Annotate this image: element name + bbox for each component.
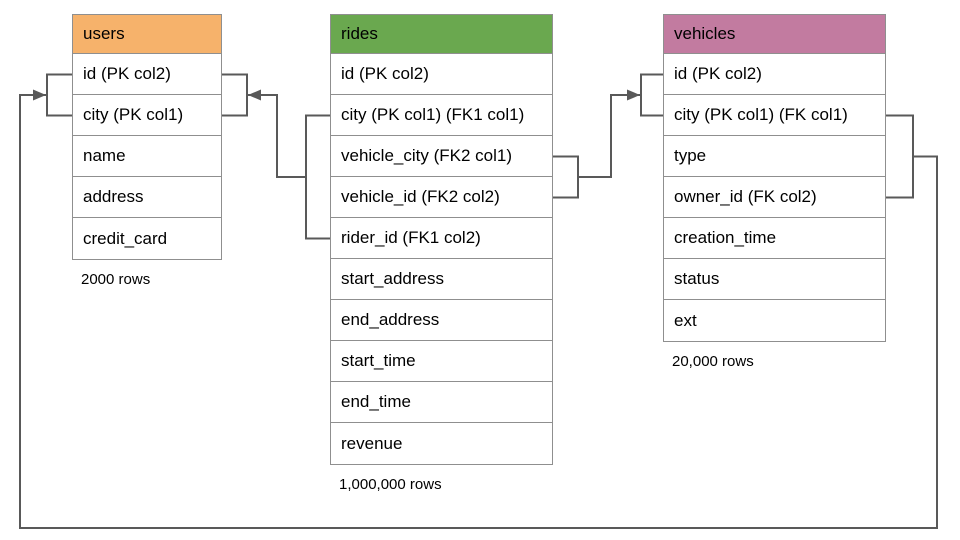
rides-row-count-label: 1,000,000 rows: [339, 476, 442, 493]
rides-fk2-bracket: [553, 155, 579, 199]
row-vehicles-id: id (PK col2): [664, 54, 885, 95]
vehicles-left-pk-bracket: [640, 73, 663, 117]
vehicles-row-count-label: 20,000 rows: [672, 353, 754, 370]
fk2-rides-to-vehicles-arrow: [578, 89, 640, 178]
row-rides-city: city (PK col1) (FK1 col1): [331, 95, 552, 136]
row-rides-id: id (PK col2): [331, 54, 552, 95]
row-users-credit-card: credit_card: [73, 218, 221, 259]
row-vehicles-status: status: [664, 259, 885, 300]
users-right-pk-bracket: [222, 73, 248, 117]
row-vehicles-type: type: [664, 136, 885, 177]
table-vehicles: vehicles id (PK col2) city (PK col1) (FK…: [663, 14, 886, 370]
row-rides-rider-id: rider_id (FK1 col2): [331, 218, 552, 259]
table-users-box: users id (PK col2) city (PK col1) name a…: [72, 14, 222, 260]
table-vehicles-box: vehicles id (PK col2) city (PK col1) (FK…: [663, 14, 886, 342]
fk1-rides-to-users-arrow: [248, 89, 306, 178]
row-users-city: city (PK col1): [73, 95, 221, 136]
table-rides: rides id (PK col2) city (PK col1) (FK1 c…: [330, 14, 553, 493]
row-rides-end-address: end_address: [331, 300, 552, 341]
table-header-rides: rides: [331, 15, 552, 54]
row-vehicles-city: city (PK col1) (FK col1): [664, 95, 885, 136]
row-rides-start-time: start_time: [331, 341, 552, 382]
users-left-pk-bracket: [46, 73, 72, 117]
table-header-vehicles: vehicles: [664, 15, 885, 54]
row-vehicles-creation-time: creation_time: [664, 218, 885, 259]
row-users-address: address: [73, 177, 221, 218]
row-rides-revenue: revenue: [331, 423, 552, 464]
row-vehicles-owner-id: owner_id (FK col2): [664, 177, 885, 218]
row-users-id: id (PK col2): [73, 54, 221, 95]
row-rides-end-time: end_time: [331, 382, 552, 423]
table-header-users: users: [73, 15, 221, 54]
users-row-count-label: 2000 rows: [81, 271, 151, 288]
table-rides-box: rides id (PK col2) city (PK col1) (FK1 c…: [330, 14, 553, 465]
row-users-name: name: [73, 136, 221, 177]
row-rides-start-address: start_address: [331, 259, 552, 300]
row-vehicles-ext: ext: [664, 300, 885, 341]
row-rides-vehicle-id: vehicle_id (FK2 col2): [331, 177, 552, 218]
row-rides-vehicle-city: vehicle_city (FK2 col1): [331, 136, 552, 177]
vehicles-right-fk-bracket: [886, 114, 914, 199]
rides-fk1-bracket: [305, 114, 330, 240]
table-users: users id (PK col2) city (PK col1) name a…: [72, 14, 222, 288]
